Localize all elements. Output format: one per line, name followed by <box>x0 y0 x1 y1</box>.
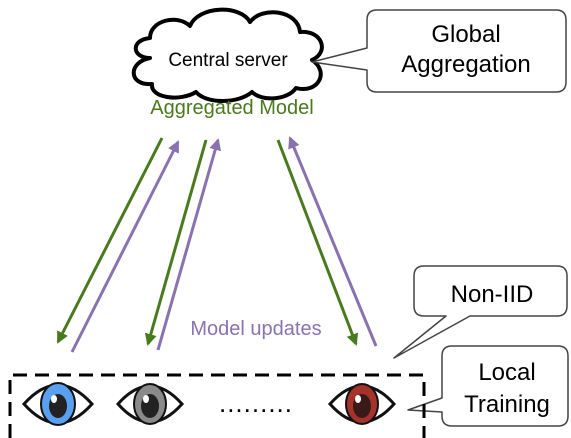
eye-red-icon <box>327 383 397 425</box>
model-updates-label: Model updates <box>190 318 321 340</box>
global-aggregation-line2: Aggregation <box>401 51 530 78</box>
local-training-line1: Local <box>478 359 535 386</box>
eye-gray-icon <box>115 383 185 425</box>
non-iid-text: Non-IID <box>451 281 534 308</box>
local-training-line2: Training <box>464 391 550 418</box>
non-iid-callout <box>393 265 568 359</box>
global-aggregation-callout <box>311 9 567 93</box>
cloud-label: Central server <box>168 50 288 71</box>
clients-dashed-box <box>8 373 426 438</box>
upload-arrow-client2 <box>156 138 222 351</box>
aggregated-model-label: Aggregated Model <box>150 97 313 119</box>
local-training-callout <box>407 345 569 427</box>
upload-arrow-client1 <box>70 140 180 353</box>
download-arrow-client1 <box>56 137 164 344</box>
eye-blue-icon <box>21 382 95 426</box>
download-arrow-client3 <box>276 139 359 346</box>
download-arrow-client2 <box>144 139 208 346</box>
cloud-icon <box>131 7 324 103</box>
global-aggregation-line1: Global <box>431 21 500 48</box>
upload-arrow-client3 <box>288 136 378 347</box>
more-clients-ellipsis: ......... <box>219 388 293 418</box>
